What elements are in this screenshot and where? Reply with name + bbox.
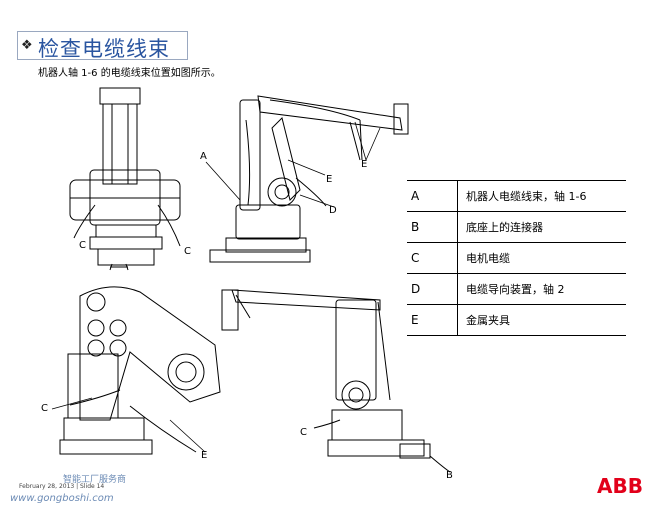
legend-desc: 底座上的连接器	[457, 211, 626, 243]
callout-c-front-left: C	[79, 240, 86, 251]
callout-e-side-top: E	[361, 159, 368, 170]
watermark-url: www.gongboshi.com	[10, 493, 114, 504]
callout-c-detail: C	[41, 403, 48, 414]
slide-subtitle: 机器人轴 1-6 的电缆线束位置如图所示。	[38, 68, 221, 79]
callout-c-full: C	[300, 427, 307, 438]
legend-row: C 电机电缆	[407, 242, 626, 274]
legend-row: B 底座上的连接器	[407, 211, 626, 243]
legend-desc: 电缆导向装置，轴 2	[457, 273, 626, 305]
slide-title: 检查电缆线束	[38, 37, 170, 61]
callout-b: B	[446, 470, 453, 481]
legend-code: C	[407, 242, 458, 274]
legend-desc: 机器人电缆线束，轴 1-6	[457, 180, 626, 212]
robot-front-view	[69, 87, 181, 271]
legend-table: A 机器人电缆线束，轴 1-6 B 底座上的连接器 C 电机电缆 D 电缆导向装…	[407, 180, 626, 336]
legend-desc: 金属夹具	[457, 304, 626, 336]
robot-side-view	[209, 95, 409, 263]
watermark-slogan: 智能工厂服务商	[63, 475, 127, 485]
title-box: ❖ 检查电缆线束	[17, 31, 188, 61]
callout-e-side: E	[326, 174, 333, 185]
legend-code: B	[407, 211, 458, 243]
robot-detail-view	[59, 286, 221, 455]
legend-code: D	[407, 273, 458, 305]
legend-code: E	[407, 304, 458, 336]
callout-e-detail: E	[201, 450, 208, 461]
callout-a: A	[200, 151, 207, 162]
robot-full-view	[221, 289, 451, 473]
abb-logo: ABB	[597, 474, 643, 498]
legend-row: D 电缆导向装置，轴 2	[407, 273, 626, 305]
callout-leaders	[51, 121, 381, 453]
legend-row: A 机器人电缆线束，轴 1-6	[407, 180, 626, 212]
diamond-bullet-icon: ❖	[21, 38, 33, 53]
slide-footer: February 28, 2013 | Slide 14	[19, 483, 105, 490]
callout-d: D	[329, 205, 337, 216]
legend-code: A	[407, 180, 458, 212]
legend-row: E 金属夹具	[407, 304, 626, 336]
callout-c-front-right: C	[184, 246, 191, 257]
legend-desc: 电机电缆	[457, 242, 626, 274]
